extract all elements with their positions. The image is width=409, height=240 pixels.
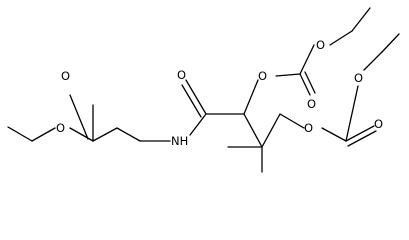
- label-amide-o: O: [177, 68, 186, 82]
- bond-c-o-double-carbonate2-a: [345, 125, 375, 142]
- bond-amide-c-o-a: [185, 79, 207, 115]
- bond-ch-o-carbonate1: [243, 79, 259, 115]
- bond-ch2-o-carbonate2: [279, 113, 305, 129]
- bond-n-amide-c: [189, 113, 207, 136]
- label-ester-carbonyl-o: O: [61, 69, 70, 83]
- label-carbonate1-o: O: [258, 69, 267, 83]
- bond-c-o-double-carbonate1-b: [304, 71, 316, 94]
- bond-amide-c-o-b: [181, 84, 202, 118]
- backbone: [227, 79, 305, 173]
- bond-ch2-ch2: [116, 127, 141, 142]
- molecule-structure: O O NH O O O O O O O: [7, 7, 400, 173]
- bond-c-o-double-carbonate1-a: [299, 73, 311, 96]
- bond-ch2-ch3-carbonate2: [381, 33, 400, 53]
- bond-ch-cq: [243, 113, 263, 148]
- bond-o-ch2-carbonate2: [363, 51, 383, 71]
- bond-c-o-ethoxy-carbonate1: [299, 44, 315, 75]
- label-carbonate1-carbonyl-o: O: [307, 97, 316, 111]
- label-amide-n: NH: [171, 134, 188, 148]
- bond-ethyl-ch2-o: [31, 127, 56, 142]
- label-ester-o: O: [56, 121, 65, 135]
- bond-ch2-ch3-carbonate1: [351, 7, 371, 32]
- label-carbonate2-o: O: [304, 121, 313, 135]
- bond-cq-ch2: [261, 113, 281, 148]
- ethyl-ester-group: [7, 94, 171, 142]
- bond-ester-c-o-double-b: [69, 94, 89, 140]
- carbonate-group-lower: [321, 33, 400, 147]
- bond-o-c-carbonate2: [321, 127, 347, 142]
- label-carbonate2-ethoxy-o: O: [354, 71, 363, 85]
- bond-c-o-ethoxy-carbonate2: [345, 85, 359, 142]
- bond-ethyl-ch3-ch2: [7, 126, 33, 142]
- label-carbonate2-carbonyl-o: O: [374, 117, 383, 131]
- bond-c-o-double-carbonate2-b: [347, 130, 377, 147]
- label-carbonate1-ethoxy-o: O: [316, 38, 325, 52]
- carbonate-group-upper: [275, 7, 371, 96]
- atom-labels: O O NH O O O O O O O: [56, 38, 383, 148]
- bond-ester-o-c: [69, 127, 94, 142]
- bond-ester-c-ch2: [92, 127, 118, 142]
- bond-o-c-carbonate1: [275, 73, 301, 77]
- bond-o-ch2-carbonate1: [329, 30, 353, 46]
- amide-group: [181, 79, 245, 136]
